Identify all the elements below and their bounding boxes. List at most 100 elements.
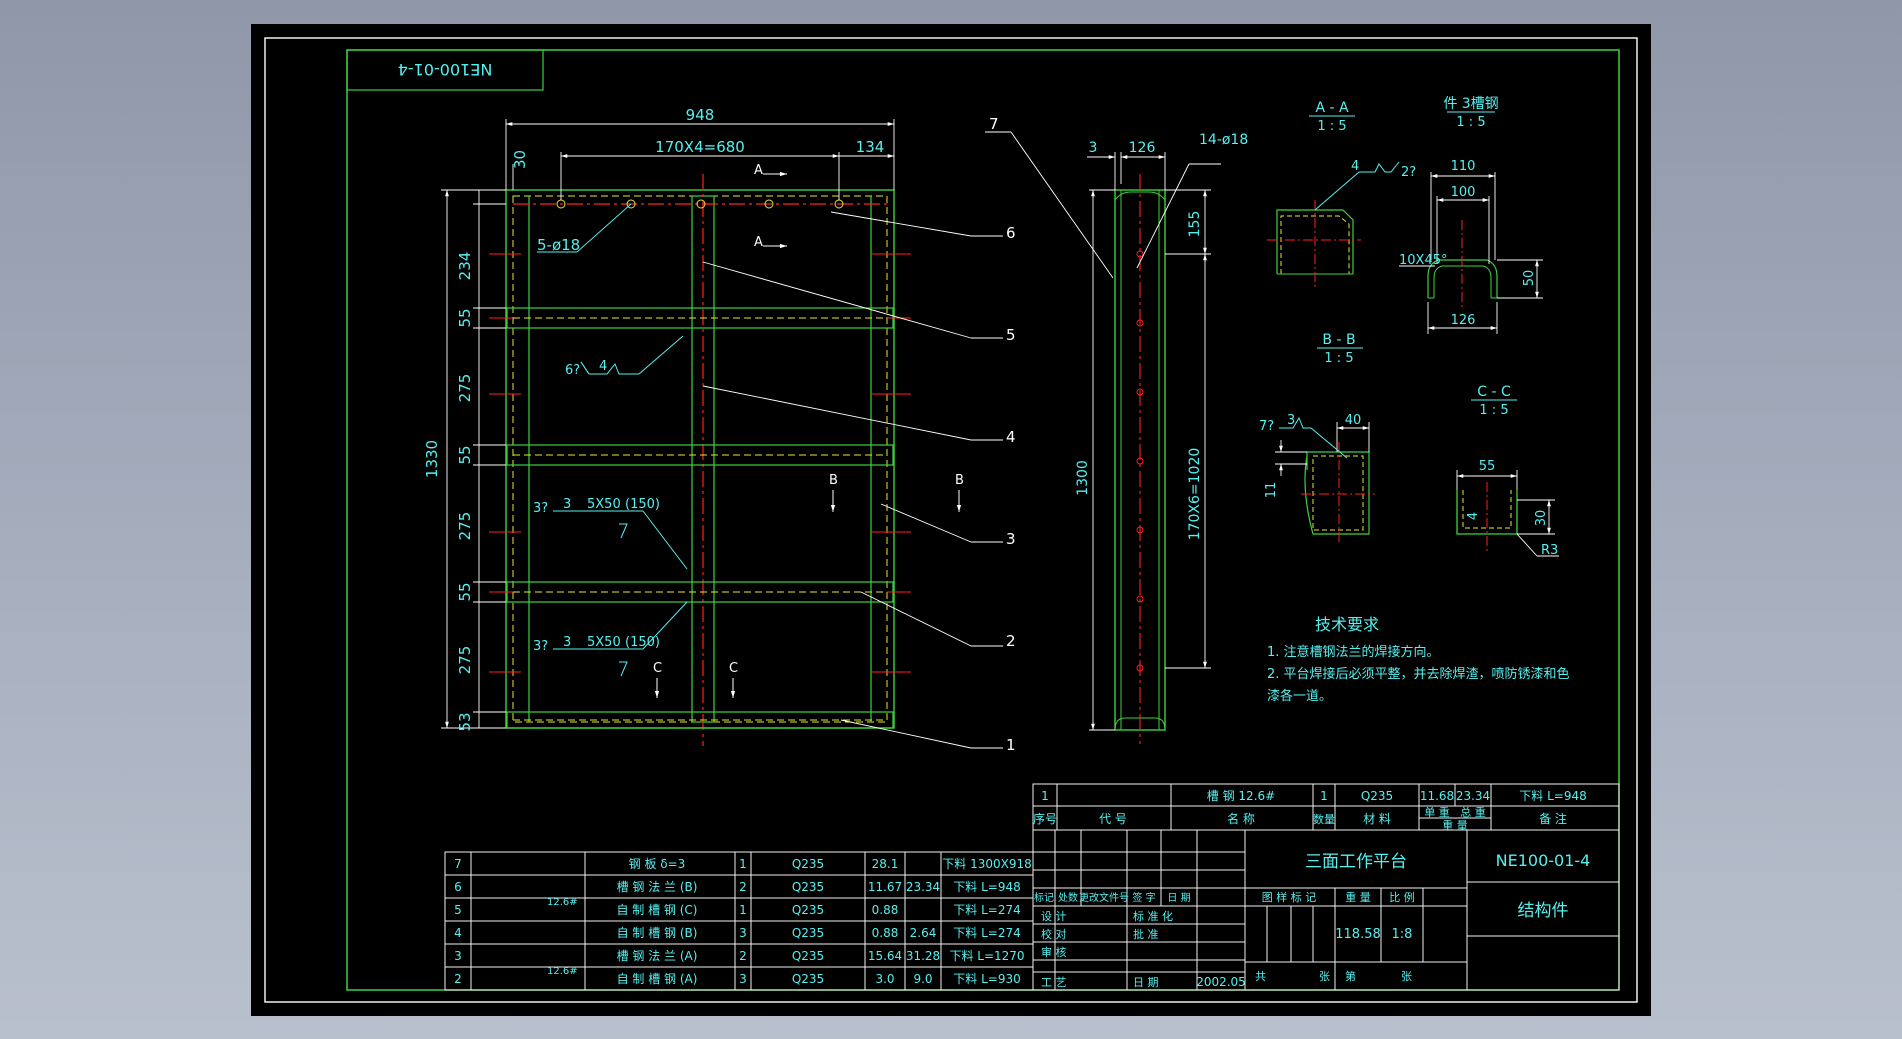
section-cc: C - C 1 : 5 55 4 30 R3 <box>1456 384 1559 558</box>
svg-text:170X6=1020: 170X6=1020 <box>1187 448 1203 541</box>
svg-text:3?: 3? <box>533 501 548 516</box>
bom-cell-name: 自 制 槽 钢 (A) <box>617 972 698 986</box>
svg-text:(150): (150) <box>625 635 660 650</box>
svg-text:序号: 序号 <box>1033 811 1057 826</box>
bom-cell-note: 下料 L=948 <box>953 880 1020 894</box>
mirrored-drawing-code: NE100-01-4 <box>398 60 493 79</box>
svg-text:118.58: 118.58 <box>1335 927 1381 942</box>
svg-text:3: 3 <box>1089 140 1098 156</box>
svg-text:10X45°: 10X45° <box>1399 253 1448 268</box>
bom-cell-unit: 11.67 <box>868 880 902 894</box>
bom-cell-unit: 3.0 <box>875 972 894 986</box>
section-aa: A - A 1 : 5 4 2? <box>1267 100 1416 288</box>
bom-cell-no: 7 <box>454 857 462 871</box>
svg-text:155: 155 <box>1187 211 1203 238</box>
svg-text:55: 55 <box>456 582 474 601</box>
svg-text:1 : 5: 1 : 5 <box>1456 115 1485 130</box>
bom-cell-total: 2.64 <box>910 926 937 940</box>
bom-cell-qty: 2 <box>739 880 747 894</box>
svg-text:更改文件号: 更改文件号 <box>1079 891 1129 904</box>
svg-text:1: 1 <box>1041 789 1049 803</box>
svg-text:A - A: A - A <box>1315 100 1349 116</box>
svg-text:数量: 数量 <box>1313 813 1335 826</box>
bom-cell-qty: 3 <box>739 972 747 986</box>
inner-frame <box>346 49 1620 991</box>
technical-requirements: 技术要求 1. 注意槽钢法兰的焊接方向。 2. 平台焊接后必须平整，并去除焊渣，… <box>1267 615 1570 704</box>
svg-text:C: C <box>729 661 738 676</box>
svg-text:A: A <box>754 163 763 178</box>
svg-text:275: 275 <box>456 374 474 403</box>
bom-cell-note: 下料 L=274 <box>953 926 1020 940</box>
svg-text:第: 第 <box>1345 969 1356 983</box>
weld-labels-front: 6? 4 3? 3 5X50 (150) 3? 3 5X50 (150) <box>533 359 660 654</box>
bom-cell-note: 下料 L=274 <box>953 903 1020 917</box>
svg-text:总 重: 总 重 <box>1460 805 1486 819</box>
svg-text:7?: 7? <box>1259 419 1274 434</box>
svg-text:30: 30 <box>511 150 529 169</box>
bom-cell-name: 槽 钢 法 兰 (A) <box>617 949 698 963</box>
section-part3: 件 3槽钢 1 : 5 110 100 126 50 10X45° <box>1399 96 1543 334</box>
svg-text:4: 4 <box>1466 512 1481 520</box>
svg-text:55: 55 <box>456 308 474 327</box>
bom-cell-qty: 3 <box>739 926 747 940</box>
svg-text:110: 110 <box>1451 159 1476 174</box>
svg-text:2: 2 <box>1006 632 1016 650</box>
callout-leaders <box>702 131 1114 749</box>
svg-text:处数: 处数 <box>1058 891 1078 904</box>
svg-text:重 量: 重 量 <box>1442 818 1468 832</box>
svg-text:6: 6 <box>1006 224 1016 242</box>
svg-text:3: 3 <box>1287 413 1295 428</box>
bom-cell-name: 自 制 槽 钢 (B) <box>617 926 698 940</box>
svg-text:日 期: 日 期 <box>1167 892 1190 904</box>
svg-text:11: 11 <box>1264 482 1279 499</box>
bom-cell-mat: Q235 <box>792 972 824 986</box>
svg-text:4: 4 <box>1006 428 1016 446</box>
bom-cell-no: 3 <box>454 949 462 963</box>
bom-cell-mat: Q235 <box>792 903 824 917</box>
svg-text:1330: 1330 <box>423 440 441 478</box>
svg-text:23.34: 23.34 <box>1456 789 1490 803</box>
svg-text:C - C: C - C <box>1477 384 1511 400</box>
svg-text:图 样 标 记: 图 样 标 记 <box>1262 890 1317 904</box>
svg-text:275: 275 <box>456 646 474 675</box>
svg-text:共: 共 <box>1255 970 1266 983</box>
code-box <box>346 49 544 91</box>
side-view <box>1114 174 1166 744</box>
svg-text:张: 张 <box>1319 970 1330 983</box>
svg-text:3: 3 <box>563 635 571 650</box>
svg-text:名 称: 名 称 <box>1227 811 1255 826</box>
side-dimensions <box>1087 152 1221 731</box>
bom-cell-mat: Q235 <box>792 857 824 871</box>
svg-text:1 : 5: 1 : 5 <box>1479 403 1508 418</box>
svg-text:审 核: 审 核 <box>1041 945 1067 959</box>
svg-text:55: 55 <box>456 445 474 464</box>
bom-cell-mat: Q235 <box>792 926 824 940</box>
svg-text:2. 平台焊接后必须平整，并去除焊渣，喷防锈漆和色: 2. 平台焊接后必须平整，并去除焊渣，喷防锈漆和色 <box>1267 666 1570 682</box>
bom-cell-spec: 12.6# <box>547 966 578 977</box>
svg-text:张: 张 <box>1401 970 1412 983</box>
svg-text:(150): (150) <box>625 497 660 512</box>
section-marks: A A B B C C <box>653 163 964 676</box>
svg-text:A: A <box>754 235 763 250</box>
bom-cell-qty: 1 <box>739 857 747 871</box>
svg-text:1: 1 <box>1320 789 1328 803</box>
svg-text:校 对: 校 对 <box>1041 927 1067 941</box>
svg-text:40: 40 <box>1345 413 1362 428</box>
bom-cell-mat: Q235 <box>792 949 824 963</box>
svg-text:标 准 化: 标 准 化 <box>1133 909 1173 923</box>
bom-cell-no: 4 <box>454 926 462 940</box>
svg-text:B - B: B - B <box>1322 332 1355 348</box>
svg-text:55: 55 <box>1479 459 1496 474</box>
svg-text:100: 100 <box>1451 185 1476 200</box>
svg-text:签 字: 签 字 <box>1132 891 1155 904</box>
front-dimensions <box>441 119 895 729</box>
bom-cell-no: 5 <box>454 903 462 917</box>
svg-text:3?: 3? <box>533 639 548 654</box>
svg-text:2002.05: 2002.05 <box>1196 975 1246 989</box>
svg-text:1: 1 <box>1006 736 1016 754</box>
bom-cell-name: 自 制 槽 钢 (C) <box>616 903 697 917</box>
bom-cell-total: 9.0 <box>913 972 932 986</box>
svg-text:5X50: 5X50 <box>587 497 621 512</box>
svg-text:设 计: 设 计 <box>1041 910 1067 923</box>
